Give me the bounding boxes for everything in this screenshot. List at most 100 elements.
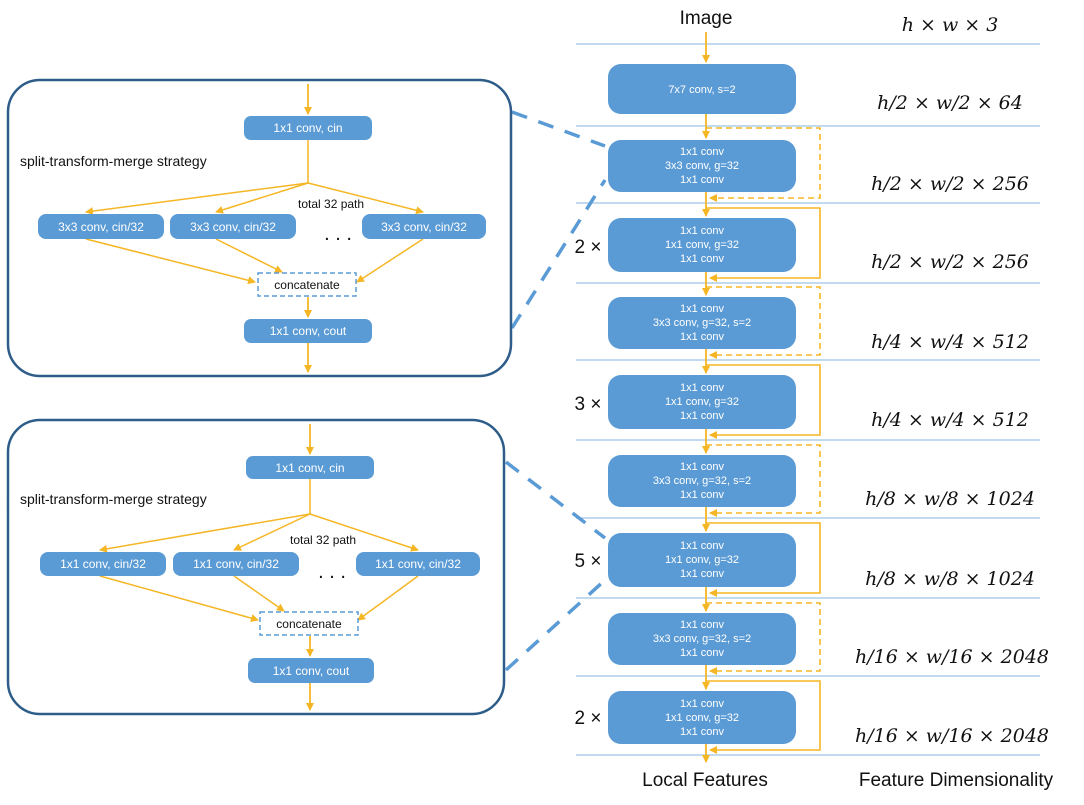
residual-block: 1x1 conv 3x3 conv, g=32, s=2 1x1 conv <box>608 602 821 675</box>
block-line: 1x1 conv <box>680 619 725 631</box>
block-line: 3x3 conv, g=32, s=2 <box>653 633 751 645</box>
ellipsis: . . . <box>324 223 352 245</box>
image-label: Image <box>680 8 733 29</box>
panel-arrow <box>99 575 259 622</box>
feature-dimensionality-label: Feature Dimensionality <box>859 770 1054 791</box>
block-line: 1x1 conv <box>680 382 725 394</box>
concatenate-box <box>259 611 359 636</box>
concatenate-label: concatenate <box>276 617 342 631</box>
block-line: 1x1 conv <box>680 698 725 710</box>
panel-arrow <box>307 182 424 215</box>
paths-label: total 32 path <box>290 533 356 547</box>
branch-label: 1x1 conv, cin/32 <box>375 557 461 571</box>
branch-label: 1x1 conv, cin/32 <box>60 557 146 571</box>
dimension-label: h/2 × w/2 × 64 <box>877 92 1023 114</box>
zoom-connectors <box>504 110 607 672</box>
residual-block: 1x1 conv 1x1 conv, g=32 1x1 conv 3 × <box>575 364 821 439</box>
identity-shortcut <box>706 207 821 282</box>
block-line: 1x1 conv, g=32 <box>665 712 739 724</box>
identity-shortcut <box>706 364 821 439</box>
dimension-label: h/16 × w/16 × 2048 <box>855 646 1049 668</box>
local-features-label: Local Features <box>642 770 768 791</box>
branch-label: 1x1 conv, cin/32 <box>193 557 279 571</box>
block-box <box>608 140 796 192</box>
residual-block: 1x1 conv 1x1 conv, g=32 1x1 conv 5 × <box>575 522 821 597</box>
top-conv-box <box>244 116 372 140</box>
branch-label: 3x3 conv, cin/32 <box>190 220 276 234</box>
bottom-conv-label: 1x1 conv, cout <box>273 664 350 678</box>
ellipsis: . . . <box>318 561 346 583</box>
residual-block: 1x1 conv 3x3 conv, g=32, s=2 1x1 conv <box>608 444 821 517</box>
block-box <box>608 218 796 272</box>
branch-label: 3x3 conv, cin/32 <box>381 220 467 234</box>
block-line: 1x1 conv <box>680 253 725 265</box>
panel-arrow <box>85 182 309 216</box>
strategy-label: split-transform-merge strategy <box>20 491 207 507</box>
block-line: 1x1 conv <box>680 726 725 738</box>
dimension-label: h/2 × w/2 × 256 <box>871 173 1029 195</box>
block-line: 1x1 conv, g=32 <box>665 239 739 251</box>
dimension-label: h/2 × w/2 × 256 <box>871 251 1029 273</box>
panel-frame <box>6 78 513 378</box>
separators <box>576 43 1040 756</box>
branch-label: 3x3 conv, cin/32 <box>58 220 144 234</box>
block-line: 1x1 conv <box>680 489 725 501</box>
branch-box <box>38 214 164 239</box>
top-conv-box <box>246 456 374 479</box>
detail-panel-top: 1x1 conv, cin split-transform-merge stra… <box>6 78 513 378</box>
panel-arrow <box>357 575 419 621</box>
dimension-label: h/4 × w/4 × 512 <box>871 331 1029 353</box>
block-box <box>608 691 796 744</box>
repeat-label: 2 × <box>575 237 602 258</box>
block-line: 1x1 conv <box>680 410 725 422</box>
branch-box <box>356 552 480 576</box>
concatenate-label: concatenate <box>274 278 340 292</box>
block-line: 1x1 conv <box>680 174 725 186</box>
bottom-conv-label: 1x1 conv, cout <box>270 324 347 338</box>
dimension-label: h/8 × w/8 × 1024 <box>865 568 1035 590</box>
block-line: 3x3 conv, g=32, s=2 <box>653 475 751 487</box>
panel-arrow <box>215 238 283 273</box>
repeat-label: 2 × <box>575 708 602 729</box>
main-column: Image Local Features Feature Dimensional… <box>575 8 1054 791</box>
zoom-connector-line <box>504 578 607 672</box>
dimension-label: h × w × 3 <box>902 14 999 36</box>
dimension-label: h/16 × w/16 × 2048 <box>855 725 1049 747</box>
zoom-connector-line <box>504 460 607 540</box>
block-line: 1x1 conv <box>680 331 725 343</box>
block-line: 1x1 conv <box>680 303 725 315</box>
panel-arrow <box>215 182 309 214</box>
bottom-conv-box <box>248 658 374 683</box>
block-box <box>608 613 796 665</box>
panel-arrow <box>99 513 311 553</box>
branch-box <box>40 552 166 576</box>
repeat-label: 5 × <box>575 551 602 572</box>
strategy-label: split-transform-merge strategy <box>20 153 207 169</box>
detail-panel-bottom: 1x1 conv, cin split-transform-merge stra… <box>6 418 506 716</box>
panel-arrow <box>309 513 419 552</box>
residual-block: 1x1 conv 1x1 conv, g=32 1x1 conv 2 × <box>575 680 821 754</box>
block-line: 3x3 conv, g=32 <box>665 160 739 172</box>
panel-arrow <box>356 238 424 283</box>
panel-arrow <box>233 575 285 612</box>
block-box <box>608 533 796 587</box>
block-line: 1x1 conv <box>680 225 725 237</box>
top-conv-label: 1x1 conv, cin <box>273 121 342 135</box>
block-line: 1x1 conv, g=32 <box>665 396 739 408</box>
residual-block: 1x1 conv 3x3 conv, g=32, s=2 1x1 conv <box>608 286 821 359</box>
block-box <box>608 297 796 349</box>
concatenate-box <box>257 272 357 297</box>
paths-label: total 32 path <box>298 197 364 211</box>
block-box <box>608 455 796 507</box>
stem-block-label: 7x7 conv, s=2 <box>668 84 735 96</box>
block-line: 1x1 conv <box>680 540 725 552</box>
top-conv-label: 1x1 conv, cin <box>275 461 344 475</box>
dimension-label: h/4 × w/4 × 512 <box>871 409 1029 431</box>
block-line: 1x1 conv <box>680 461 725 473</box>
zoom-connector-line <box>510 179 607 329</box>
panel-arrow <box>233 513 311 551</box>
branch-box <box>362 214 486 239</box>
identity-shortcut <box>706 680 821 754</box>
